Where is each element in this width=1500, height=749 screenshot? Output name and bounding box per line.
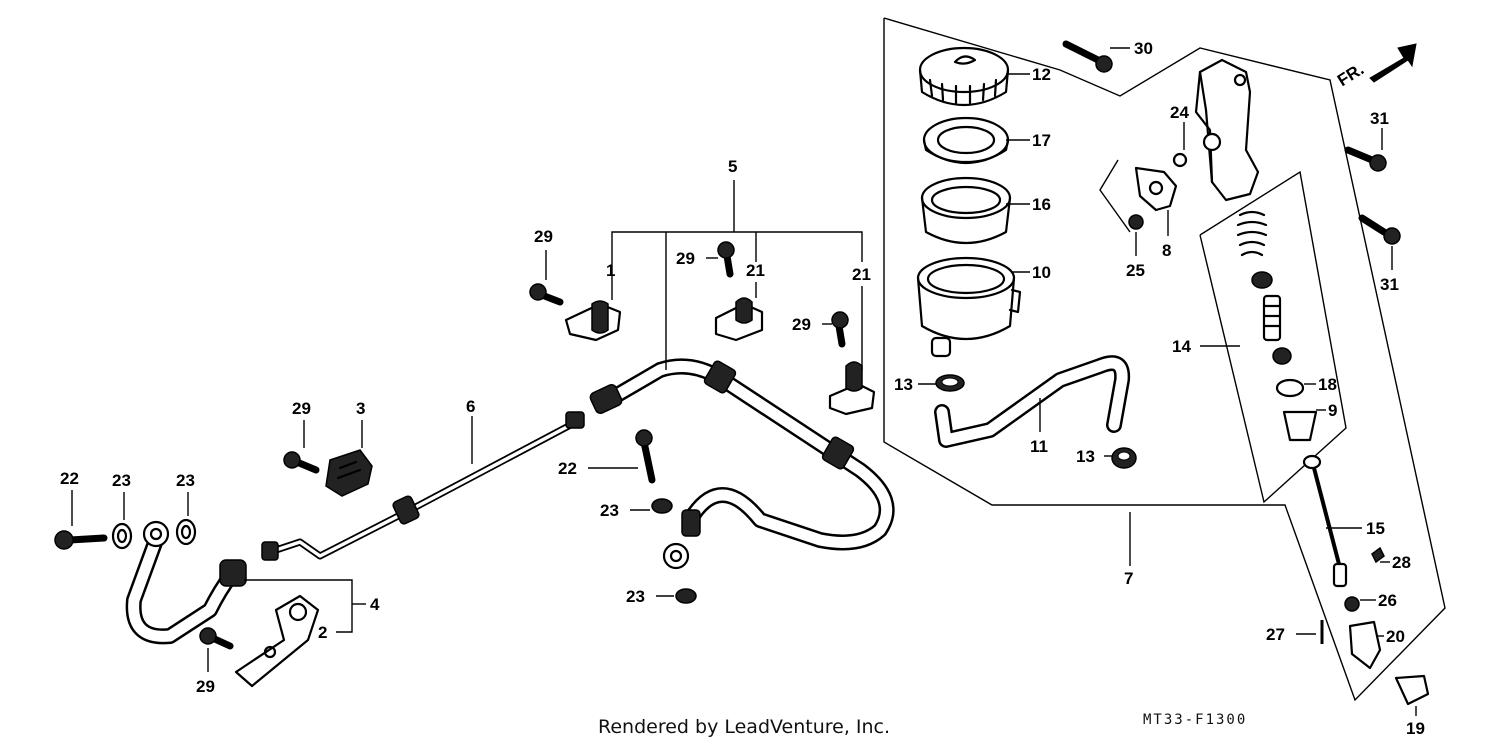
callout-13b: 13 [1076, 447, 1095, 466]
bolts-29 [199, 241, 849, 650]
callout-4: 4 [370, 595, 380, 614]
callout-3: 3 [356, 399, 365, 418]
plate-17 [922, 116, 1010, 165]
callout-23d: 23 [626, 587, 645, 606]
push-rod-15 [1302, 454, 1348, 588]
callout-6: 6 [466, 397, 475, 416]
clamp-1 [564, 300, 622, 342]
diaphragm-16 [920, 176, 1012, 245]
callout-10: 10 [1032, 263, 1051, 282]
callout-16: 16 [1032, 195, 1051, 214]
callout-23b: 23 [176, 471, 195, 490]
callout-7: 7 [1124, 569, 1133, 588]
joint-8 [1134, 152, 1188, 212]
callout-29c: 29 [792, 315, 811, 334]
callout-12: 12 [1032, 65, 1051, 84]
front-direction-arrow-icon [1369, 43, 1417, 83]
leader-lines [71, 47, 1417, 716]
callout-19: 19 [1406, 719, 1425, 738]
hose-clip-13a [935, 374, 965, 392]
callout-2: 2 [318, 623, 327, 642]
bolt-25 [1128, 214, 1144, 230]
callout-labels: 30 12 17 16 10 13 11 13 7 24 8 25 31 31 … [60, 39, 1425, 738]
callout-29d: 29 [292, 399, 311, 418]
master-cylinder-body [1194, 58, 1260, 202]
callout-24: 24 [1170, 103, 1189, 122]
callout-25: 25 [1126, 261, 1145, 280]
callout-22b: 22 [558, 459, 577, 478]
bracket-4 [244, 579, 366, 633]
callout-31b: 31 [1380, 275, 1399, 294]
clamp-21b [828, 361, 876, 416]
small-parts-26-28-20-19 [1320, 546, 1430, 706]
footer-credit: Rendered by LeadVenture, Inc. [598, 716, 891, 738]
callout-27: 27 [1266, 625, 1285, 644]
washers-bolts-22-23 [54, 429, 697, 604]
piston-kit-parts [1236, 210, 1318, 442]
callout-18: 18 [1318, 375, 1337, 394]
hose-clip-13b [1111, 447, 1137, 469]
callout-15: 15 [1366, 519, 1385, 538]
callout-29a: 29 [534, 227, 553, 246]
callout-26: 26 [1378, 591, 1397, 610]
reservoir-10 [916, 256, 1022, 358]
brake-pipe-6 [261, 411, 585, 561]
callout-13a: 13 [894, 375, 913, 394]
reservoir-cap-12 [918, 46, 1010, 107]
callout-23c: 23 [600, 501, 619, 520]
figure-code: MT33-F1300 [1143, 712, 1248, 728]
assembly-outline-7 [883, 17, 1446, 702]
callout-17: 17 [1032, 131, 1051, 150]
callout-29e: 29 [196, 677, 215, 696]
clamp-2 [234, 594, 320, 688]
callout-20: 20 [1386, 627, 1405, 646]
callout-21b: 21 [852, 265, 871, 284]
bracket-5 [611, 180, 863, 370]
callout-1: 1 [606, 261, 615, 280]
callout-9: 9 [1328, 401, 1337, 420]
callout-30: 30 [1134, 39, 1153, 58]
callout-11: 11 [1030, 437, 1048, 456]
callout-8: 8 [1162, 241, 1171, 260]
brake-hose-4 [125, 520, 247, 645]
hose-fittings [589, 360, 855, 570]
piston-kit-box-14 [1199, 170, 1347, 504]
reservoir-hose-11 [934, 355, 1131, 448]
clamp-21a [714, 297, 764, 342]
brake-hose-long [604, 358, 895, 551]
bolt-30 [1062, 40, 1113, 73]
callout-14: 14 [1172, 337, 1191, 356]
callout-21a: 21 [746, 261, 765, 280]
callout-28: 28 [1392, 553, 1411, 572]
callout-22a: 22 [60, 469, 79, 488]
callout-31a: 31 [1370, 109, 1389, 128]
bolts-31 [1344, 146, 1401, 245]
callout-29b: 29 [676, 249, 695, 268]
callout-5: 5 [728, 157, 737, 176]
clamp-3 [325, 449, 373, 497]
callout-23a: 23 [112, 471, 131, 490]
